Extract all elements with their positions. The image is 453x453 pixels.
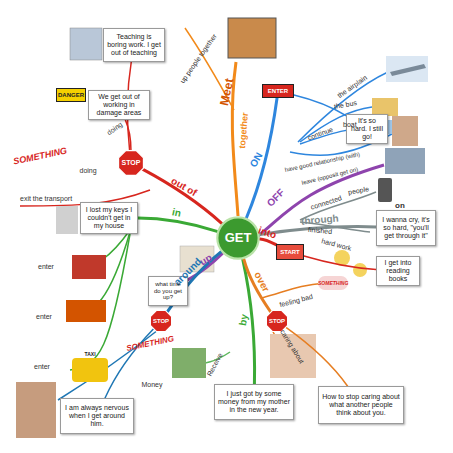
example-box: It's so hard. I still go!: [346, 114, 388, 144]
circle-outline: [217, 217, 258, 258]
example-box: what time do you get up?: [148, 276, 188, 306]
taxi-sign: TAXI: [85, 352, 96, 357]
woman-photo: [16, 382, 56, 438]
branch-note: feeling bad: [279, 292, 314, 308]
branch-line: [262, 283, 325, 298]
branch-word: together: [238, 112, 250, 149]
example-box: I am always nervous when I get around hi…: [60, 398, 134, 434]
branch-note: connected: [310, 194, 343, 211]
keys-photo: [56, 206, 78, 234]
money-photo: [172, 348, 206, 378]
node-text: I lost my keys I couldn't get in my hous…: [84, 206, 134, 230]
branch-connector: [125, 120, 130, 150]
node-text: GET: [225, 231, 252, 246]
branch-connector: [138, 218, 217, 231]
branch-note: up people together: [179, 32, 218, 84]
octagon-outline: [150, 310, 171, 331]
teacher-photo: [70, 28, 102, 60]
node-text: what time do you get up?: [152, 281, 184, 302]
branch-note: enter: [36, 313, 52, 320]
branch-note: hard work: [320, 237, 351, 252]
branch-note: people: [347, 185, 369, 196]
branch-note: on: [395, 202, 405, 210]
people-photo: [385, 148, 425, 174]
example-box: How to stop caring about what another pe…: [318, 386, 404, 424]
airplane-symbol: [390, 64, 426, 76]
example-box: I wanna cry, it's so hard, "you'll get t…: [376, 210, 436, 246]
branch-note: Money: [142, 381, 163, 388]
branch-connector: [105, 329, 153, 398]
branch-note: enter: [34, 363, 50, 370]
branch-word: by: [238, 314, 250, 327]
example-box: We get out of working in damage areas: [88, 90, 150, 120]
node-text: ENTER: [268, 88, 288, 95]
branch-connector: [244, 259, 271, 312]
example-box: I get into reading books: [376, 256, 420, 286]
something-word: SOMETHING: [12, 146, 67, 166]
train-photo: [66, 300, 106, 322]
motorbike-photo: [72, 255, 106, 279]
stop-sign: STOP: [150, 310, 172, 332]
badge-shape: [318, 276, 348, 290]
smiley-icon: [353, 263, 367, 277]
node-text: STOP: [269, 318, 285, 325]
start-sign: START: [276, 244, 304, 260]
example-box: I just got by some money from my mother …: [214, 384, 294, 420]
node-text: I wanna cry, it's so hard, "you'll get t…: [380, 216, 432, 240]
branch-word: in: [171, 208, 182, 220]
branch-line: [258, 165, 384, 236]
node-text: How to stop caring about what another pe…: [322, 393, 400, 417]
node-text: I just got by some money from my mother …: [218, 390, 290, 414]
node-text: We get out of working in damage areas: [92, 93, 146, 117]
branch-word: through: [300, 213, 338, 226]
branch-note: exit the transport: [20, 195, 72, 202]
branch-note: doing: [80, 167, 97, 174]
node-text: I get into reading books: [380, 259, 416, 283]
node-text: STOP: [153, 318, 169, 325]
taxi-photo: [72, 358, 108, 382]
man-photo: [392, 116, 418, 146]
phone-photo: [378, 178, 392, 202]
example-box: I lost my keys I couldn't get in my hous…: [80, 202, 138, 234]
node-text: DANGER: [58, 92, 84, 99]
something-word: SOMETHING: [318, 281, 348, 286]
octagon-outline: [119, 151, 144, 176]
node-text: START: [280, 249, 300, 256]
danger-sign: DANGER: [56, 88, 86, 102]
node-text: STOP: [122, 159, 141, 167]
node-text: It's so hard. I still go!: [350, 117, 384, 141]
node-text: I am always nervous when I get around hi…: [64, 404, 130, 428]
enter-sign: ENTER: [262, 84, 294, 98]
branch-note: finished: [308, 225, 333, 234]
branch-note: Receive: [205, 351, 223, 377]
branch-note: enter: [38, 263, 54, 270]
branch-connector: [142, 169, 221, 223]
branch-note: doing: [105, 120, 123, 136]
something-word: SOMETHING: [126, 335, 175, 353]
branch-note: the bus: [333, 99, 357, 110]
node-text: Teaching is boring work. I get out of te…: [107, 33, 161, 57]
stop-sign: STOP: [118, 150, 144, 176]
branch-word: OFF: [265, 187, 286, 208]
example-box: Teaching is boring work. I get out of te…: [103, 28, 165, 62]
center-circle: GET: [216, 216, 260, 260]
branch-connector: [304, 256, 376, 270]
branch-word: over: [252, 271, 271, 294]
airplane-photo: [386, 56, 428, 82]
people-photo: [228, 18, 276, 58]
